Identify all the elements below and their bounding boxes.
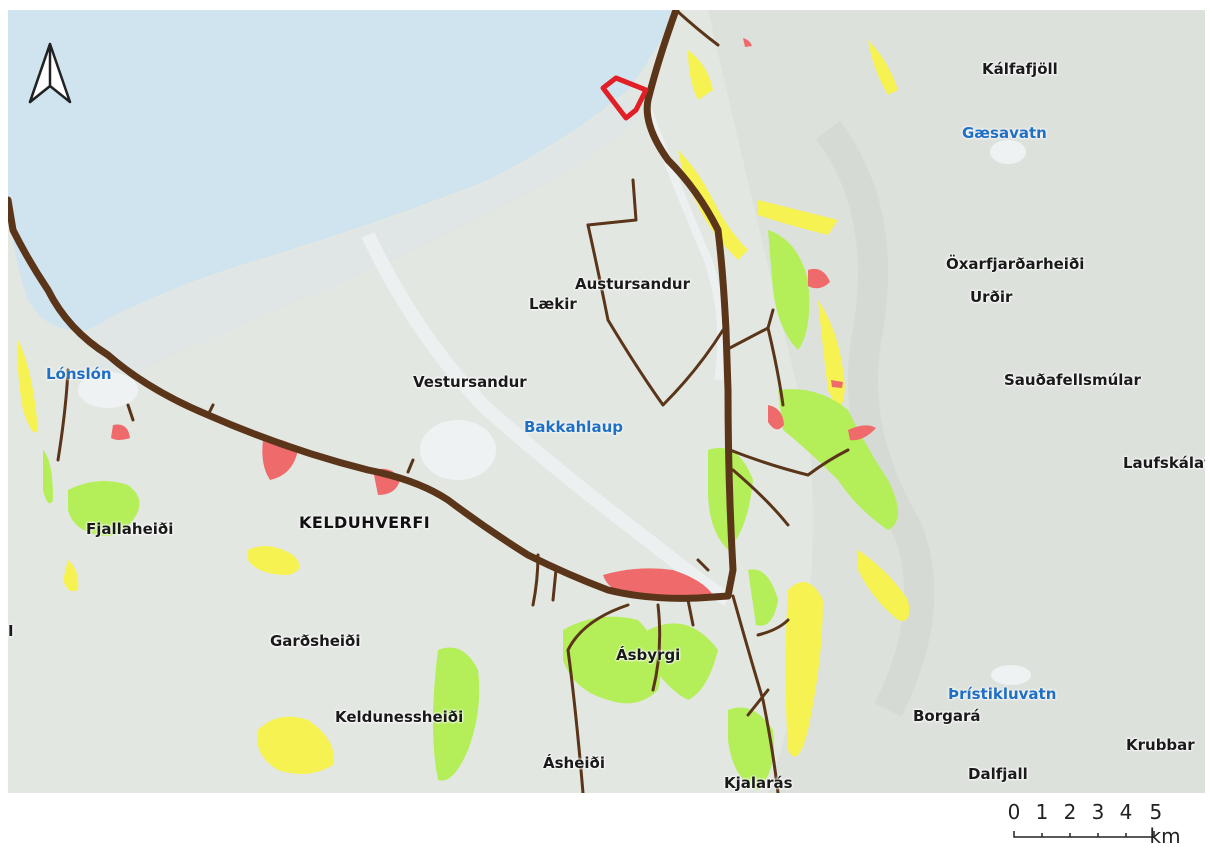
label-urdir: Urðir <box>970 288 1013 306</box>
label-laekir: Lækir <box>529 295 577 313</box>
main-road <box>8 10 737 602</box>
label-pristikluvatn: Þrístikluvatn <box>948 685 1057 703</box>
label-edge-i: I <box>8 622 14 640</box>
label-oxarfjardarheidi: Öxarfjarðarheiði <box>946 255 1085 273</box>
terrain-relief <box>708 10 1205 793</box>
label-dalfjall: Dalfjall <box>968 765 1028 783</box>
scale-bar: 0 1 2 3 4 5 km <box>1000 800 1205 848</box>
roads <box>8 10 850 793</box>
label-gaesavatn: Gæsavatn <box>962 124 1047 142</box>
scale-tick-label-km: 5 km <box>1149 800 1181 848</box>
sea-area <box>8 10 676 331</box>
label-saudafellsmular: Sauðafellsmúlar <box>1004 371 1141 389</box>
label-asheidi: Ásheiði <box>543 754 605 772</box>
label-asbyrgi: Ásbyrgi <box>616 646 681 664</box>
label-borgara: Borgará <box>913 707 981 725</box>
coastal-lagoon <box>88 94 638 390</box>
label-vestursandur: Vestursandur <box>413 373 527 391</box>
label-kjalaras: Kjalarás <box>724 774 793 792</box>
label-lonslon: Lónslón <box>46 365 112 383</box>
label-fjallaheidi: Fjallaheiði <box>86 520 174 538</box>
label-kelduhverfi: KELDUHVERFI <box>299 513 431 532</box>
label-gardsheidi: Garðsheiði <box>270 632 361 650</box>
scale-tick-label: 2 <box>1063 800 1077 824</box>
scale-tick-label: 3 <box>1091 800 1105 824</box>
yellow-zones <box>17 40 910 774</box>
lake <box>78 372 138 408</box>
scale-tick-label: 4 <box>1119 800 1133 824</box>
highlight-marker[interactable] <box>600 75 649 121</box>
lake-pristikluvatn <box>991 665 1031 685</box>
label-austursandur: Austursandur <box>575 275 691 293</box>
north-arrow-icon <box>28 42 72 104</box>
map-view[interactable]: Kálfafjöll Gæsavatn Austursandur Lækir Ö… <box>8 10 1205 793</box>
label-bakkahlaup: Bakkahlaup <box>524 418 623 436</box>
terrain-relief <box>815 121 935 717</box>
label-laufskalafj: Laufskálafj <box>1123 454 1205 472</box>
river-channel <box>361 231 732 606</box>
scale-tick-label: 0 <box>1007 800 1021 824</box>
scale-bar-line <box>1013 831 1155 838</box>
lake <box>420 420 496 480</box>
lake-gaesavatn <box>990 140 1026 164</box>
scale-tick-label: 1 <box>1035 800 1049 824</box>
green-zones <box>43 230 898 790</box>
label-keldunessheidi: Keldunessheiði <box>335 708 464 726</box>
label-krubbar: Krubbar <box>1126 736 1195 754</box>
map-canvas <box>8 10 1205 793</box>
label-kalfafjoll: Kálfafjöll <box>982 60 1058 78</box>
